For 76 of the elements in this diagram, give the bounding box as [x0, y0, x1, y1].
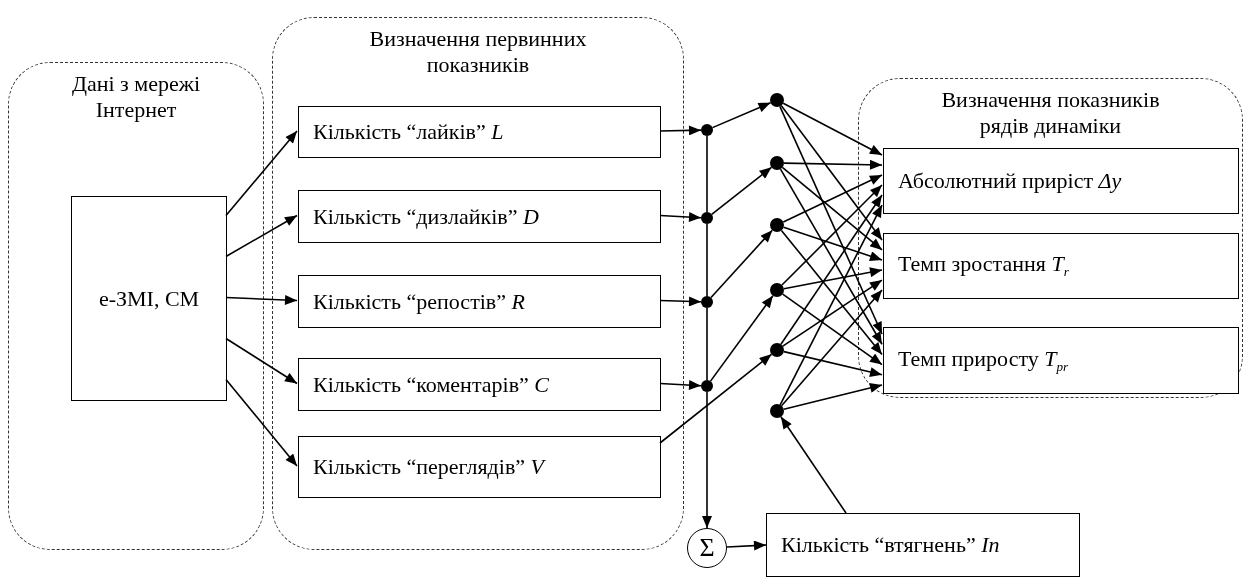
arrow	[659, 125, 702, 136]
junction-dot	[701, 296, 713, 308]
box-label: Кількість “втягнень” In	[781, 532, 1000, 558]
arrow	[781, 166, 883, 251]
arrow	[779, 105, 883, 335]
arrow	[225, 130, 298, 217]
junction-dot	[770, 404, 784, 418]
box-label: Темп приросту T$_{pr}$	[898, 345, 1069, 376]
arrow	[225, 337, 298, 385]
arrow	[659, 212, 702, 223]
junction-dot	[701, 212, 713, 224]
sigma-symbol: Σ	[699, 533, 715, 563]
arrow	[782, 174, 883, 223]
group-title: Дані з мережі Інтернет	[70, 71, 202, 124]
arrow	[781, 184, 883, 286]
connector-line	[706, 223, 708, 297]
arrow	[659, 296, 702, 307]
junction-dot	[770, 93, 784, 107]
arrow	[225, 378, 298, 467]
arrow	[659, 353, 773, 444]
box-label: Абсолютний приріст Δy	[898, 168, 1122, 194]
connector-line	[706, 307, 708, 381]
arrow	[780, 289, 883, 407]
arrow	[782, 226, 883, 261]
arrow	[709, 294, 774, 382]
arrow	[780, 104, 883, 241]
arrow	[659, 380, 702, 391]
process-box	[298, 190, 661, 243]
box-label: е-ЗМІ, СМ	[98, 285, 200, 312]
arrow	[783, 267, 883, 290]
junction-dot	[770, 283, 784, 297]
process-box	[883, 148, 1239, 214]
junction-dot	[701, 380, 713, 392]
process-box	[883, 233, 1239, 299]
box-label: Кількість “переглядів” V	[313, 454, 544, 480]
process-box	[298, 358, 661, 411]
arrow	[779, 204, 883, 406]
arrow	[780, 194, 883, 345]
box-label: Темп зростання T$_{r}$	[898, 251, 1069, 281]
connector-line	[706, 135, 708, 213]
group-title: Визначення показників рядів динаміки	[940, 87, 1161, 140]
group-title: Визначення первинних показників	[368, 26, 588, 79]
process-box	[298, 106, 661, 158]
arrow	[702, 391, 712, 529]
process-box	[298, 436, 661, 498]
arrow	[783, 350, 883, 377]
box-label: Кількість “дизлайків” D	[313, 203, 539, 230]
arrow	[726, 540, 767, 551]
junction-dot	[770, 156, 784, 170]
summation-circle	[687, 528, 727, 568]
dashed-group-frame	[8, 62, 264, 550]
box-label: Кількість “репостів” R	[313, 288, 525, 315]
arrow	[225, 214, 298, 258]
arrow	[783, 383, 883, 411]
arrow	[710, 166, 773, 216]
arrow	[783, 159, 883, 170]
arrow	[782, 102, 883, 156]
dashed-group-frame	[858, 78, 1243, 398]
junction-dot	[701, 124, 713, 136]
box-label: Кількість “лайків” L	[313, 119, 504, 145]
arrow	[781, 293, 883, 366]
arrow	[779, 168, 883, 346]
dashed-group-frame	[272, 17, 684, 550]
box-label: Кількість “коментарів” C	[313, 371, 549, 398]
arrow	[782, 279, 883, 347]
process-box	[883, 327, 1239, 394]
arrow	[225, 295, 298, 305]
junction-dot	[770, 218, 784, 232]
junction-dot	[770, 343, 784, 357]
process-box	[766, 513, 1080, 577]
arrow	[710, 229, 774, 299]
arrow	[711, 101, 772, 129]
arrow	[780, 416, 847, 514]
arrow	[780, 229, 883, 356]
process-box	[71, 196, 227, 401]
process-box	[298, 275, 661, 328]
